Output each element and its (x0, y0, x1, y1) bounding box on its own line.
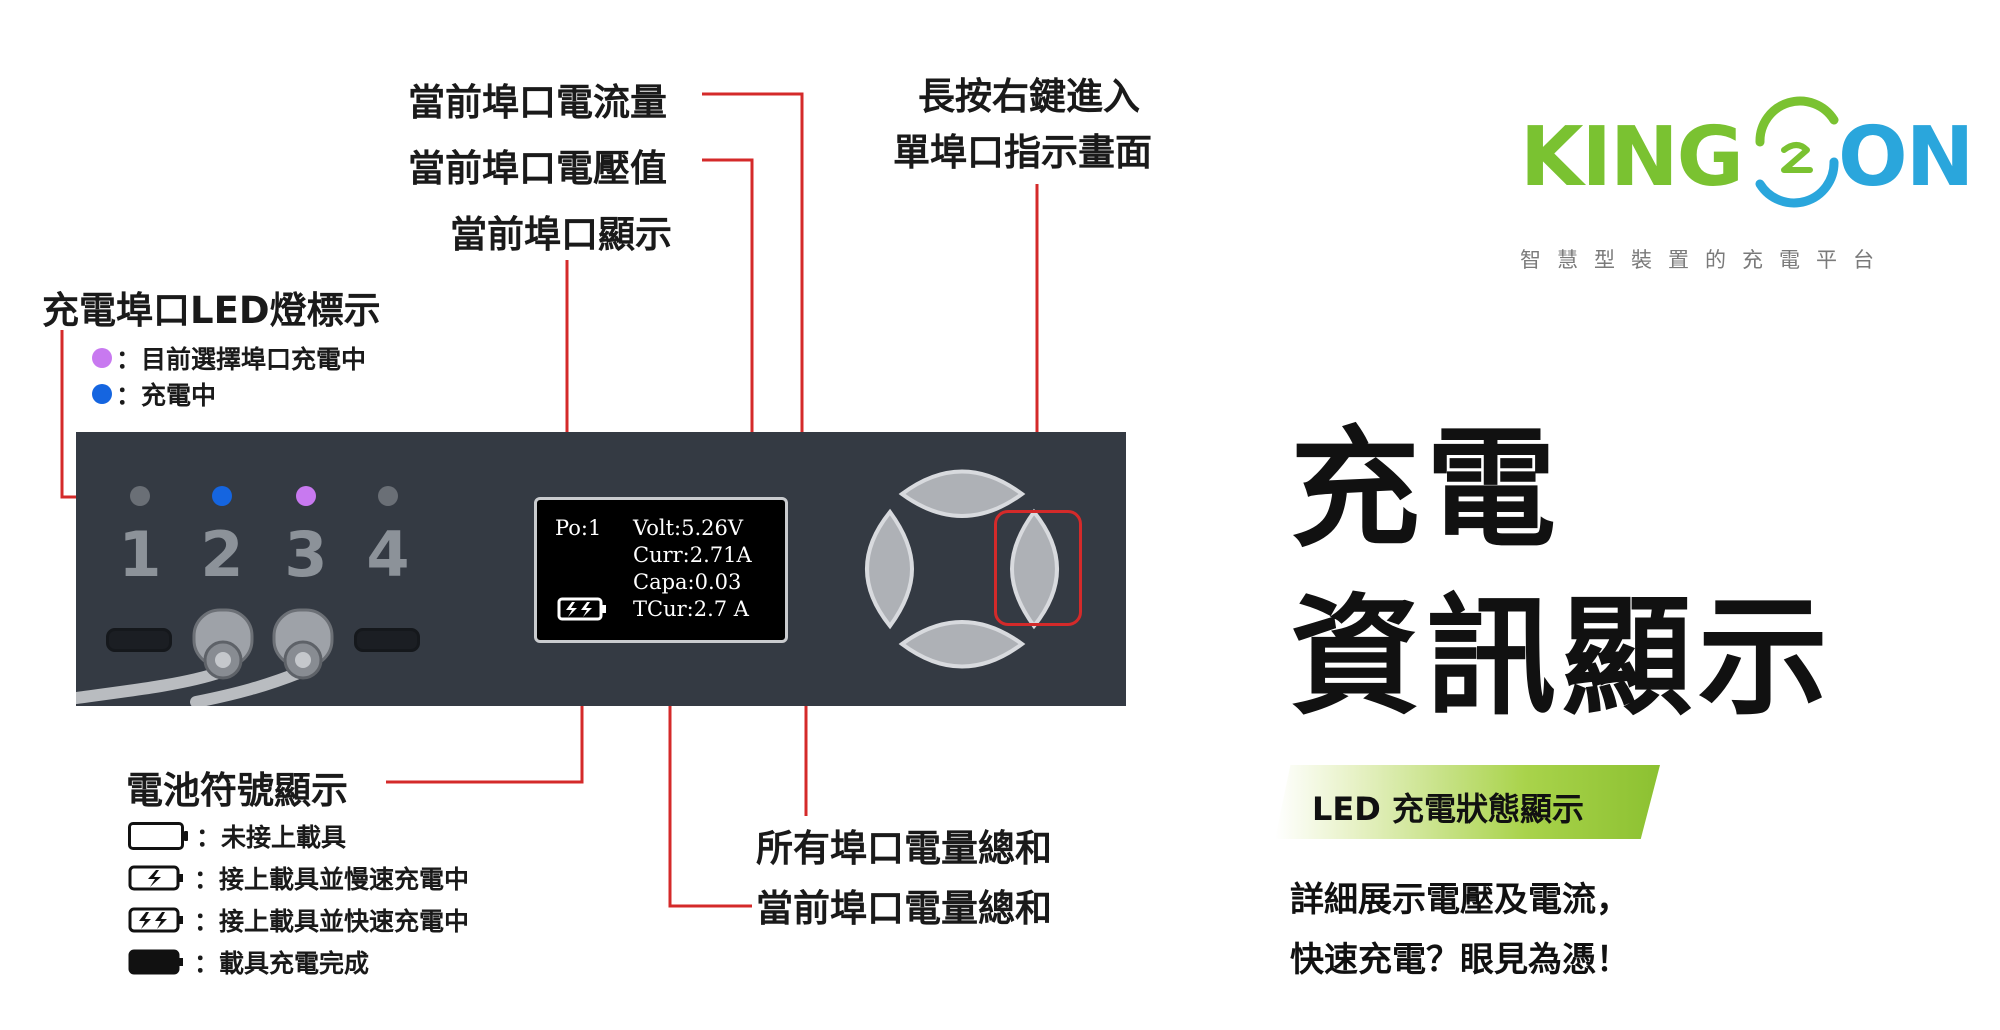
battery-legend-fast-text: ：接上載具並快速充電中 (194, 907, 470, 936)
logo-brand-right: ON (1838, 110, 1974, 205)
led-port-2 (212, 486, 232, 506)
display-volt: Volt:5.26V (633, 516, 744, 540)
display-capa: Capa:0.03 (633, 570, 742, 594)
battery-legend-full-text: ：載具充電完成 (194, 949, 370, 978)
usb-port-1 (106, 628, 172, 652)
battery-legend-fast: ：接上載具並快速充電中 (128, 902, 469, 938)
label-led-title: 充電埠口LED燈標示 (42, 289, 381, 332)
battery-empty-icon (128, 822, 188, 850)
blue-dot-icon (92, 384, 112, 404)
battery-legend-empty-text: ：未接上載具 (196, 823, 347, 852)
port-number-4: 4 (366, 518, 410, 591)
main-title-line2: 資訊顯示 (1290, 581, 1835, 733)
label-long-press-line1: 長按右鍵進入 (918, 75, 1140, 118)
led-port-3 (296, 486, 316, 506)
led-port-4 (378, 486, 398, 506)
kingzon-logo: KING ON (1520, 80, 1974, 220)
tcur-callout-line (668, 630, 752, 908)
display-port: Po:1 (555, 516, 602, 540)
right-button-highlight[interactable] (994, 510, 1082, 626)
display-tcur: TCur:2.7 A (633, 597, 749, 621)
legend-purple: ：目前選擇埠口充電中 (92, 340, 366, 376)
battery-slow-charge-icon (128, 865, 183, 891)
dpad-right-button (1009, 508, 1059, 630)
status-banner-text: LED 充電狀態顯示 (1312, 790, 1584, 828)
display-curr: Curr:2.71A (633, 543, 752, 567)
description-line1: 詳細展示電壓及電流， (1290, 880, 1630, 920)
label-long-press-line2: 單埠口指示畫面 (893, 131, 1152, 174)
battery-legend-full: ：載具充電完成 (128, 944, 369, 980)
logo-swirl-icon (1755, 96, 1839, 208)
battery-legend-slow-text: ：接上載具並慢速充電中 (194, 865, 470, 894)
led-port-1 (130, 486, 150, 506)
label-total-current-port: 當前埠口電量總和 (756, 887, 1052, 930)
battery-full-icon (128, 949, 183, 975)
main-title-line1: 充電 (1290, 413, 1563, 565)
status-banner (1275, 765, 1660, 839)
purple-dot-icon (92, 348, 112, 368)
dpad-up-button (898, 469, 1026, 519)
dpad-left-button (865, 508, 915, 630)
battery-legend-slow: ：接上載具並慢速充電中 (128, 860, 469, 896)
label-total-all-ports: 所有埠口電量總和 (756, 827, 1052, 870)
dpad-down-button (898, 619, 1026, 669)
battery-legend-empty: ：未接上載具 (128, 818, 346, 854)
logo-tagline: 智慧型裝置的充電平台 (1520, 248, 1890, 272)
port-number-2: 2 (200, 518, 244, 591)
connected-cables (76, 608, 334, 706)
oled-display: Po:1 Volt:5.26V Curr:2.71A Capa:0.03 TCu… (534, 497, 788, 643)
legend-blue: ：充電中 (92, 376, 216, 412)
voltage-callout-line (702, 158, 754, 486)
logo-brand-left: KING (1520, 110, 1744, 205)
label-current-port-display: 當前埠口顯示 (450, 213, 672, 256)
dpad (865, 469, 1059, 669)
battery-fast-charge-legend-icon (128, 907, 183, 933)
port-number-3: 3 (284, 518, 328, 591)
label-battery-title: 電池符號顯示 (126, 769, 348, 812)
description-line2: 快速充電？眼見為憑！ (1290, 940, 1630, 980)
port-number-1: 1 (118, 518, 162, 591)
legend-blue-text: ：充電中 (116, 381, 217, 410)
legend-purple-text: ：目前選擇埠口充電中 (116, 345, 367, 374)
label-current-port-current: 當前埠口電流量 (408, 81, 667, 124)
label-current-port-voltage: 當前埠口電壓值 (408, 147, 667, 190)
battery-fast-charge-icon (557, 597, 606, 621)
usb-port-4 (354, 628, 420, 652)
